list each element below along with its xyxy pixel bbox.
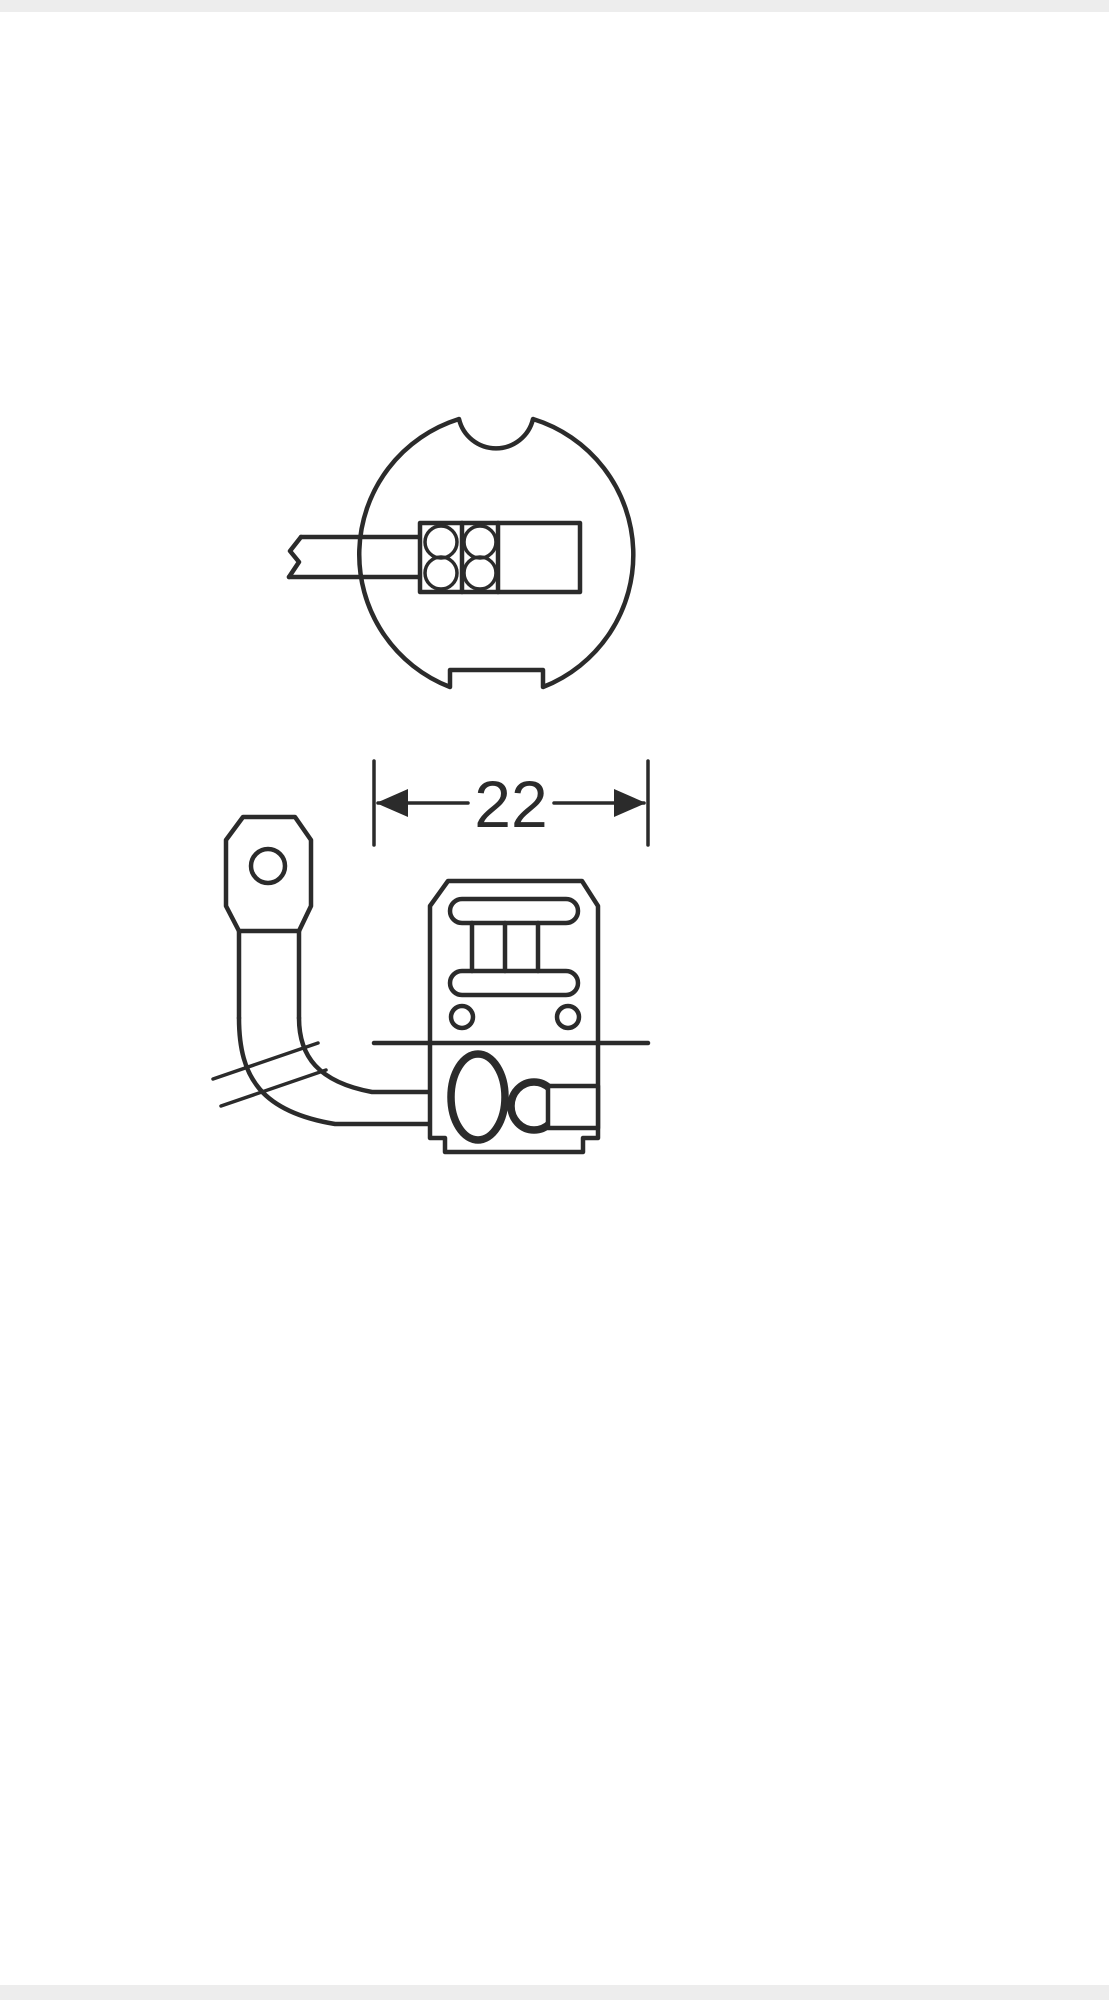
bulb-top-view: [286, 416, 636, 690]
contact-oval-large: [447, 1050, 509, 1144]
terminal-hole: [248, 846, 288, 886]
lead-wire-outer-edge: [236, 1015, 436, 1127]
bulb-side-view: [371, 878, 651, 1155]
arrowhead-left-icon: [376, 789, 408, 817]
coil-turn: [462, 555, 498, 591]
cage-top-bar: [447, 896, 581, 926]
arrowhead-right-icon: [614, 789, 646, 817]
rivet-right: [554, 1003, 582, 1031]
spade-terminal-outline: [223, 814, 314, 934]
wire-break-mark: [211, 1041, 320, 1081]
cage-bottom-bar: [447, 968, 581, 998]
dimension-annotation: 22: [372, 759, 650, 847]
dimension-label: 22: [474, 767, 547, 841]
bottom-letterbox-band: [0, 1985, 1109, 2000]
coil-turn: [423, 555, 459, 591]
keyway-notch: [545, 1083, 601, 1131]
lead-wire-stub: [286, 534, 423, 580]
lead-wire-inner-edge: [296, 1015, 436, 1095]
terminal-and-lead-wire: [211, 814, 436, 1127]
top-letterbox-band: [0, 0, 1109, 12]
wire-break-mark: [219, 1068, 328, 1108]
wire-break-edge: [286, 534, 304, 580]
filament-coil: [423, 520, 501, 595]
filament-cage: [447, 896, 581, 998]
rivet-left: [448, 1003, 476, 1031]
